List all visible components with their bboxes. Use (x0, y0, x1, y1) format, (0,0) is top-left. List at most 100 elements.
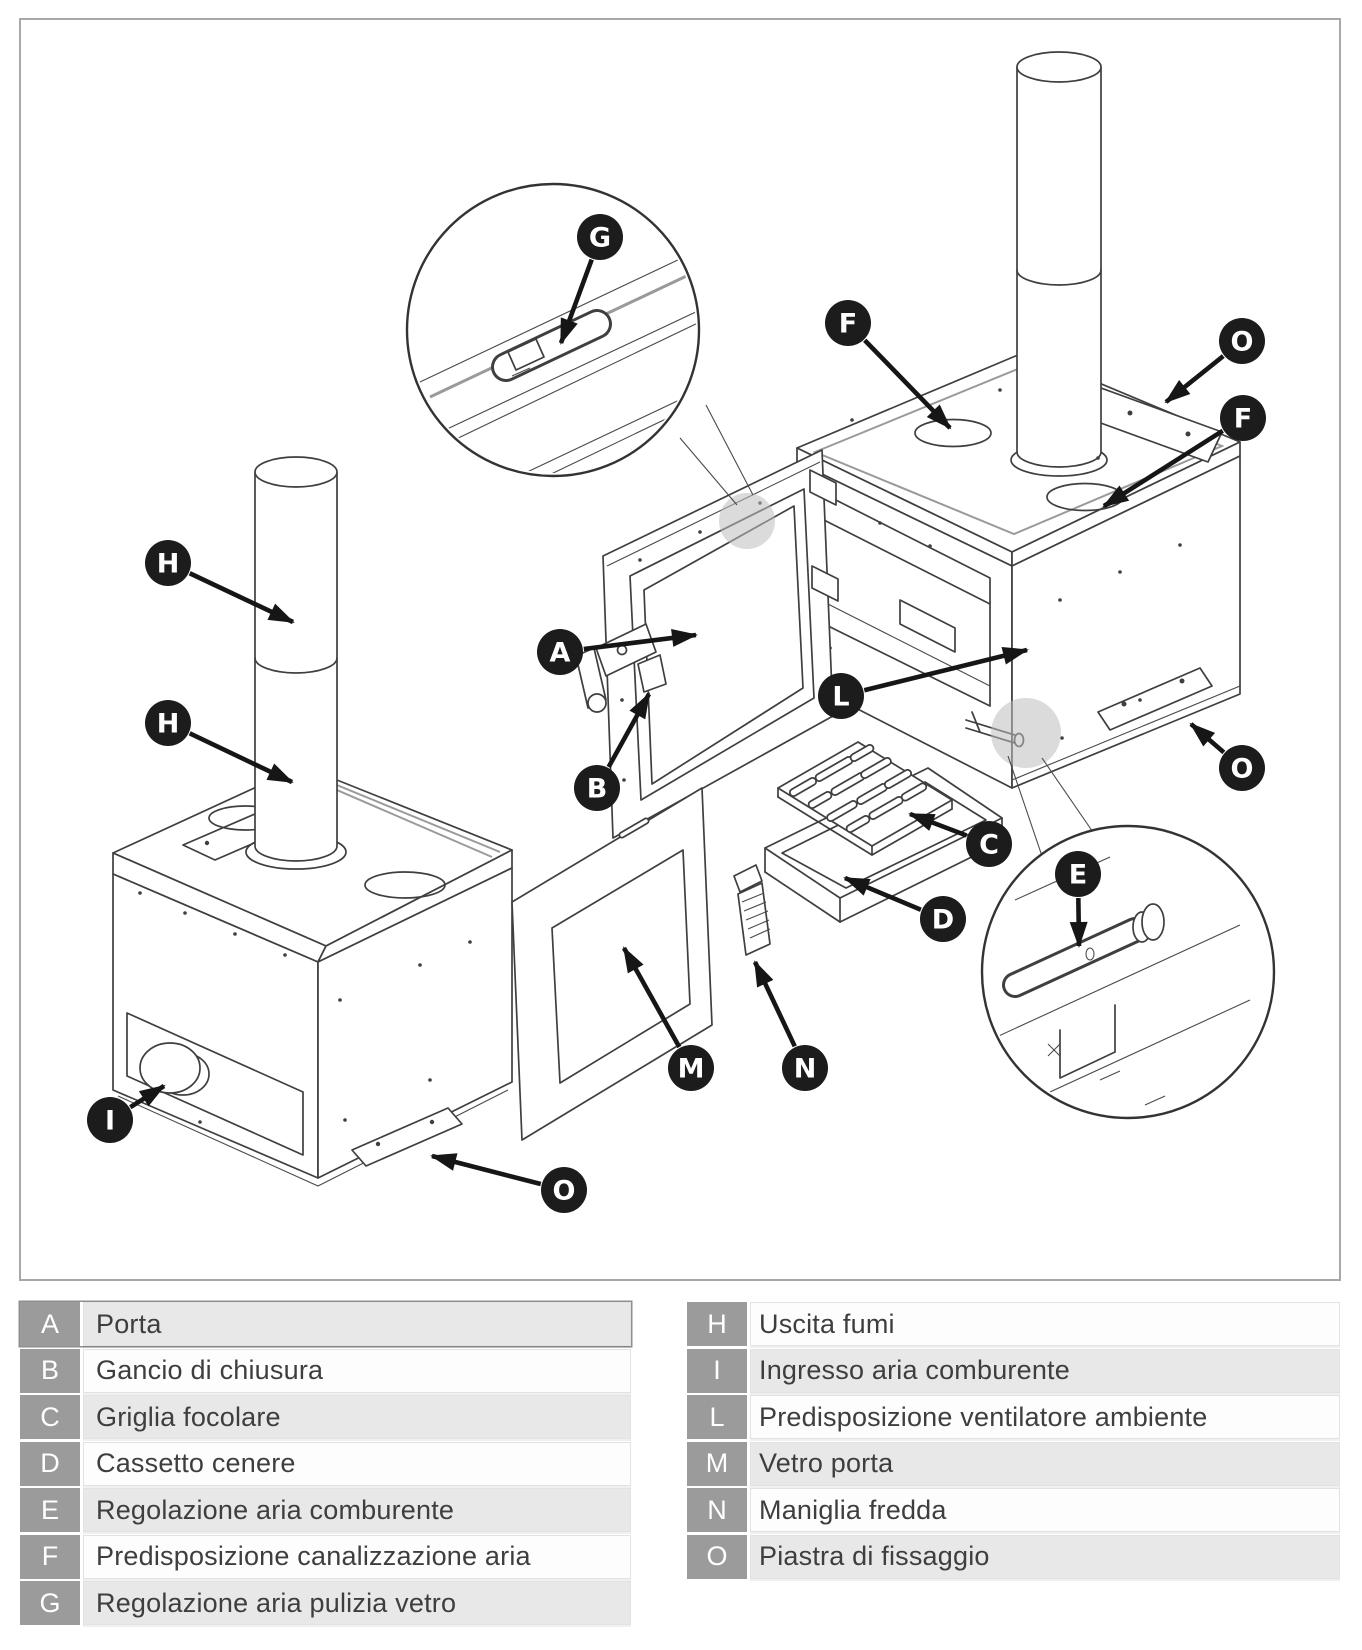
callout-arrow-H (188, 731, 294, 785)
callout-badge-I (87, 1097, 133, 1143)
callout-badge-L (818, 673, 864, 719)
callout-letter-C: C (979, 830, 999, 861)
legend-row-M: M Vetro porta (687, 1441, 1340, 1486)
legend-label-cell: Gancio di chiusura (83, 1348, 631, 1393)
callout-letter-B: B (587, 774, 608, 805)
callout-letter-A: A (550, 638, 571, 669)
glass-door-panel (511, 787, 713, 1141)
callout-letter-L: L (832, 682, 849, 713)
legend-row-B: B Gancio di chiusura (20, 1348, 631, 1393)
legend-row-H: H Uscita fumi (687, 1302, 1340, 1346)
grate-slot (851, 745, 873, 761)
callout-arrow-G (558, 258, 594, 345)
callout-arrow-C (908, 811, 968, 838)
legend-label-cell: Maniglia fredda (750, 1488, 1340, 1532)
legend-key-cell: B (20, 1348, 80, 1393)
legend-row-E: E Regolazione aria comburente (20, 1488, 631, 1532)
grate-slot (832, 773, 864, 795)
legend-row-I: I Ingresso aria comburente (687, 1348, 1340, 1393)
air-rod-highlight (991, 698, 1061, 768)
legend-key-cell: E (20, 1488, 80, 1532)
callout-badge-O (541, 1167, 587, 1213)
callout-badge-F (1220, 395, 1266, 441)
callout-arrow-O (1164, 354, 1225, 404)
legend-row-C: C Griglia focolare (20, 1395, 631, 1439)
callout-arrow-I (129, 1084, 166, 1110)
callout-badge-E (1055, 851, 1101, 897)
door-slot-highlight (719, 493, 775, 549)
legend-key-cell: M (687, 1441, 747, 1486)
callout-arrow-A (583, 629, 698, 652)
callout-letter-E: E (1069, 860, 1087, 891)
callout-letter-O: O (553, 1176, 576, 1207)
legend-label-cell: Cassetto cenere (83, 1441, 631, 1486)
callout-arrow-E (1069, 897, 1088, 948)
legend-row-F: F Predisposizione canalizzazione aria (20, 1534, 631, 1579)
legend-table-left: A Porta B Gancio di chiusura C Griglia f… (20, 1302, 631, 1628)
callout-arrow-O (430, 1153, 542, 1187)
callout-letter-I: I (105, 1106, 115, 1137)
legend-key-cell: I (687, 1348, 747, 1393)
callout-arrow-B (606, 692, 652, 769)
legend-row-O: O Piastra di fissaggio (687, 1534, 1340, 1579)
legend-row-A: A Porta (20, 1302, 631, 1346)
callout-arrow-F (863, 338, 952, 430)
legend-row-L: L Predisposizione ventilatore ambiente (687, 1395, 1340, 1439)
callout-badge-H (145, 540, 191, 586)
legend-key-cell: N (687, 1488, 747, 1532)
callout-arrow-L (863, 647, 1029, 693)
callout-letter-H: H (157, 709, 180, 740)
cold-handle (733, 864, 771, 956)
callout-letter-N: N (794, 1054, 817, 1085)
callout-letter-H: H (157, 549, 180, 580)
legend-key-cell: O (687, 1534, 747, 1579)
callout-arrow-M (621, 946, 682, 1049)
callout-badge-H (145, 700, 191, 746)
callout-letter-O: O (1231, 754, 1254, 785)
legend-key-cell: A (20, 1302, 80, 1346)
grate-slots (788, 744, 928, 833)
legend-label-cell: Porta (83, 1302, 631, 1346)
legend-key-cell: D (20, 1441, 80, 1486)
grate-slot (857, 784, 887, 804)
grate-slot (885, 770, 911, 788)
legend-key-cell: H (687, 1302, 747, 1346)
left-stove (112, 456, 513, 1187)
callout-arrow-H (188, 571, 295, 625)
legend-label-cell: Uscita fumi (750, 1302, 1340, 1346)
callout-letter-O: O (1231, 327, 1254, 358)
grate-slot (847, 816, 869, 832)
callout-badge-G (577, 214, 623, 260)
callout-badge-O (1219, 745, 1265, 791)
grate-slot (902, 784, 926, 800)
legend-label-cell: Predisposizione ventilatore ambiente (750, 1395, 1340, 1439)
legend-row-D: D Cassetto cenere (20, 1441, 631, 1486)
grate-slot (861, 758, 891, 778)
legend-row-N: N Maniglia fredda (687, 1488, 1340, 1532)
grate-slot (809, 792, 831, 808)
legend-label-cell: Ingresso aria comburente (750, 1348, 1340, 1393)
legend-key-cell: L (687, 1395, 747, 1439)
legend-label-cell: Vetro porta (750, 1441, 1340, 1486)
legend-row-G: G Regolazione aria pulizia vetro (20, 1581, 631, 1625)
legend-label-cell: Piastra di fissaggio (750, 1534, 1340, 1579)
open-door (575, 449, 839, 839)
callout-letter-G: G (589, 223, 611, 254)
legend-label-cell: Regolazione aria pulizia vetro (83, 1581, 631, 1625)
legend-label-cell: Regolazione aria comburente (83, 1488, 631, 1532)
callout-arrow-D (843, 875, 922, 912)
callout-badge-C (966, 821, 1012, 867)
legend-label-cell: Predisposizione canalizzazione aria (83, 1534, 631, 1579)
callout-badge-M (668, 1045, 714, 1091)
callout-badge-D (920, 896, 966, 942)
legend-key-cell: G (20, 1581, 80, 1625)
legend-label-cell: Griglia focolare (83, 1395, 631, 1439)
callout-letter-F: F (839, 309, 857, 340)
callout-badge-O (1219, 318, 1265, 364)
callout-badge-B (574, 765, 620, 811)
legend-key-cell: F (20, 1534, 80, 1579)
